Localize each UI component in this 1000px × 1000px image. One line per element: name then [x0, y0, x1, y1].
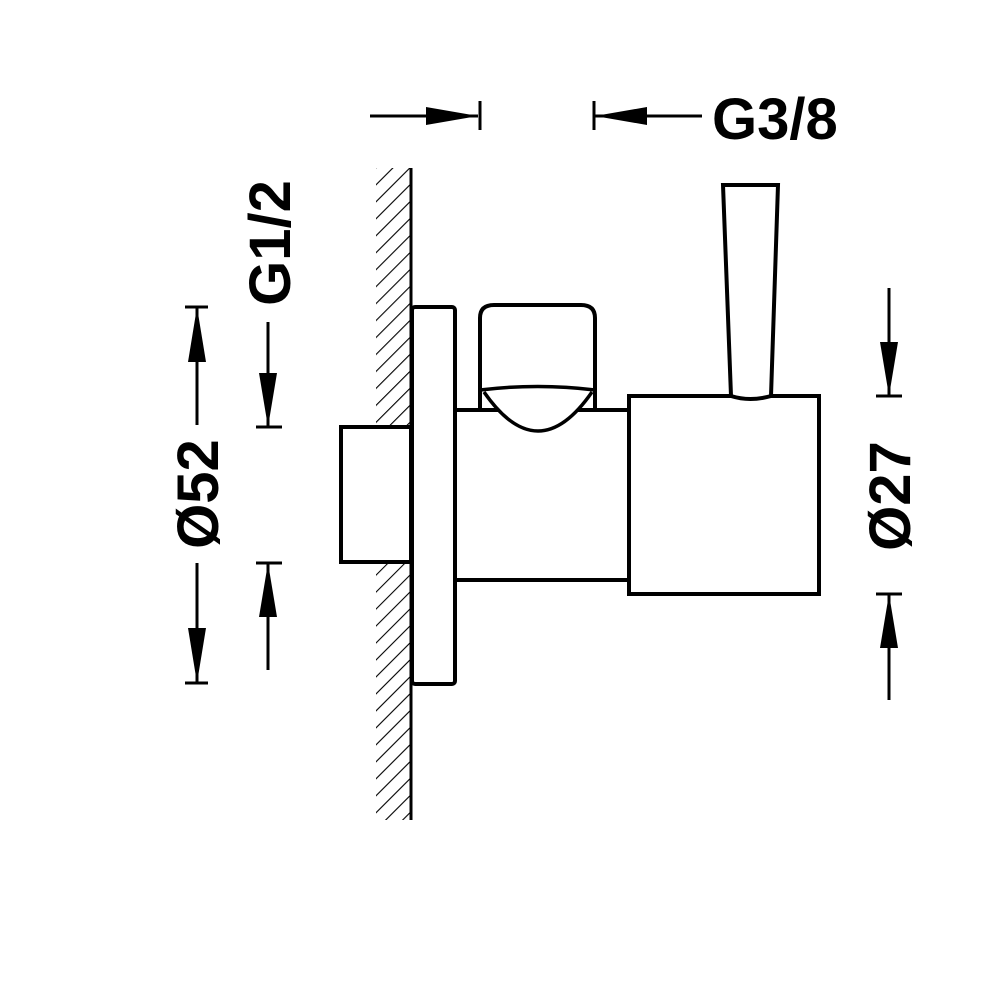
- label-handle-diameter: Ø27: [858, 441, 923, 551]
- dimension-outlet-thread: G3/8: [370, 87, 838, 152]
- label-inlet-thread: G1/2: [238, 180, 303, 306]
- lever-handle: [720, 183, 781, 401]
- label-outlet-thread: G3/8: [712, 87, 838, 152]
- dimension-rosette-diameter: Ø52: [166, 305, 231, 685]
- outlet-nut: [478, 303, 597, 433]
- rosette-flange: [410, 305, 457, 686]
- dimension-inlet-thread: G1/2: [238, 180, 303, 670]
- valve-body: [453, 408, 632, 582]
- inlet-connector: [339, 425, 413, 564]
- label-rosette-diameter: Ø52: [166, 439, 231, 549]
- dimension-handle-diameter: Ø27: [858, 288, 923, 700]
- handle-body: [627, 394, 821, 596]
